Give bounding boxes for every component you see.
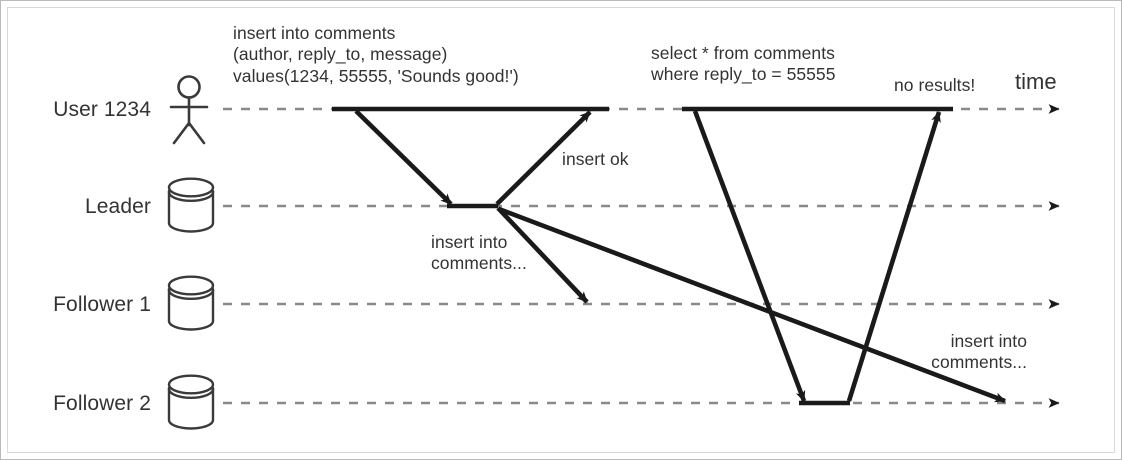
message-insert-ok bbox=[495, 110, 592, 206]
message-insert-request bbox=[354, 109, 453, 206]
message-no-results bbox=[846, 111, 942, 402]
actor-stick-figure-icon bbox=[169, 75, 209, 145]
database-cylinder-icon-leader bbox=[167, 177, 215, 233]
lifelines bbox=[223, 104, 1060, 408]
note-replicate-follower2: insert into comments... bbox=[931, 331, 1027, 373]
note-insert-ok: insert ok bbox=[562, 149, 629, 169]
participant-label-follower1: Follower 1 bbox=[53, 293, 151, 316]
database-cylinder-icon-follower2 bbox=[167, 374, 215, 430]
message-replicate-f1 bbox=[496, 206, 589, 304]
activation-bars bbox=[332, 106, 953, 406]
message-select-request bbox=[692, 110, 807, 402]
note-no-results: no results! bbox=[894, 75, 976, 95]
note-replicate-follower1: insert into comments... bbox=[431, 232, 527, 274]
diagram-inner-border bbox=[7, 7, 1115, 453]
participant-label-leader: Leader bbox=[85, 195, 151, 218]
participant-label-user: User 1234 bbox=[53, 98, 151, 121]
database-cylinder-icon-follower1 bbox=[167, 275, 215, 331]
note-insert-sql: insert into comments (author, reply_to, … bbox=[233, 23, 519, 86]
message-replicate-f2 bbox=[498, 206, 1006, 404]
note-select-sql: select * from comments where reply_to = … bbox=[651, 43, 836, 85]
participant-label-follower2: Follower 2 bbox=[53, 392, 151, 415]
message-arrows bbox=[354, 109, 1006, 404]
time-axis-label: time bbox=[1015, 69, 1057, 94]
